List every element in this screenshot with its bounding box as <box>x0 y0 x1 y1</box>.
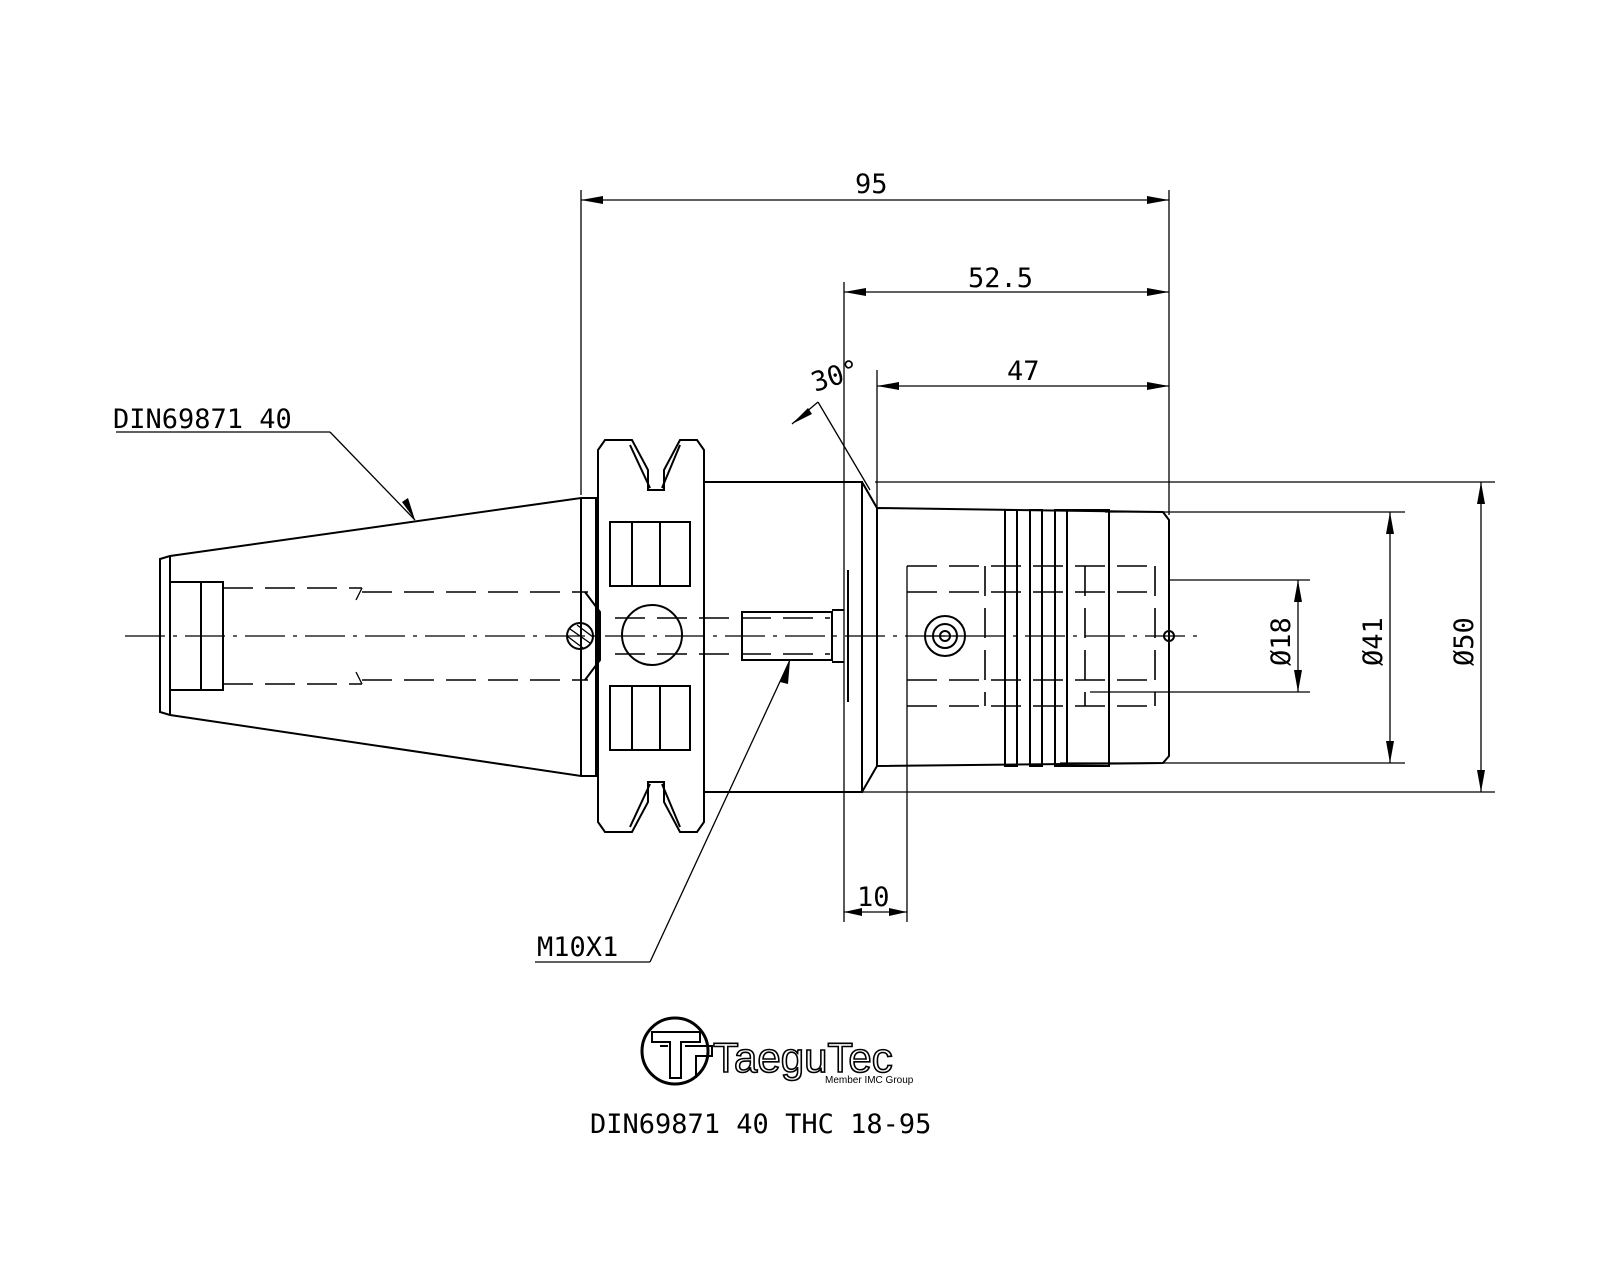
flange <box>566 439 705 833</box>
dim-body-diameter: Ø41 <box>1358 617 1389 666</box>
dim-flange-offset: 10 <box>857 882 890 913</box>
neck <box>615 481 878 793</box>
leaders <box>116 431 791 963</box>
dim-overall-length: 95 <box>855 169 888 200</box>
clamping-body <box>876 506 1175 768</box>
taegutec-logo: TaeguTec Member IMC Group <box>640 1016 914 1086</box>
dim-bore-diameter: Ø18 <box>1266 617 1297 666</box>
dim-clamp-length: 52.5 <box>968 263 1033 294</box>
label-thread: M10X1 <box>537 932 618 963</box>
part-number: DIN69871 40 THC 18-95 <box>590 1109 931 1140</box>
dimension-lines <box>581 196 1485 916</box>
extension-lines <box>580 190 1495 922</box>
logo-tagline: Member IMC Group <box>825 1075 914 1086</box>
taper-shank <box>159 496 588 778</box>
dim-body-length: 47 <box>1007 356 1040 387</box>
label-angle: 30° <box>808 354 864 399</box>
label-standard: DIN69871 40 <box>113 404 292 435</box>
logo-brand: TaeguTec <box>713 1034 893 1081</box>
dim-neck-diameter: Ø50 <box>1449 617 1480 666</box>
